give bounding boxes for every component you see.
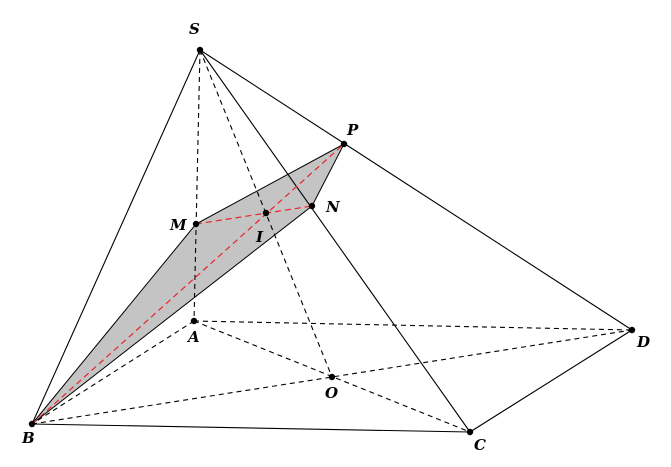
point-p (340, 140, 348, 148)
point-m (192, 220, 200, 228)
label-i: I (255, 228, 264, 246)
edge-ab (31, 320, 195, 425)
label-p: P (346, 121, 359, 139)
point-o (328, 373, 336, 381)
edge-bc (31, 423, 471, 433)
label-c: C (474, 436, 486, 454)
edge-cd (469, 329, 633, 433)
label-a: A (186, 328, 200, 346)
label-s: S (189, 20, 200, 38)
label-d: D (636, 333, 650, 351)
point-i (262, 209, 270, 217)
edge-sc (199, 49, 471, 433)
label-b: B (21, 429, 35, 447)
point-a (190, 317, 198, 325)
edge-sd (199, 49, 633, 331)
point-d (628, 326, 636, 334)
segment-so (199, 49, 333, 378)
edge-sa (193, 49, 201, 322)
point-c (466, 428, 474, 436)
diagonal-bd (31, 329, 633, 425)
point-b (28, 420, 36, 428)
point-s (196, 46, 204, 54)
label-n: N (325, 198, 341, 216)
label-o: O (325, 384, 338, 402)
label-m: M (169, 216, 187, 234)
edge-ad (193, 320, 633, 331)
point-n (308, 202, 316, 210)
edge-sb (31, 49, 201, 425)
